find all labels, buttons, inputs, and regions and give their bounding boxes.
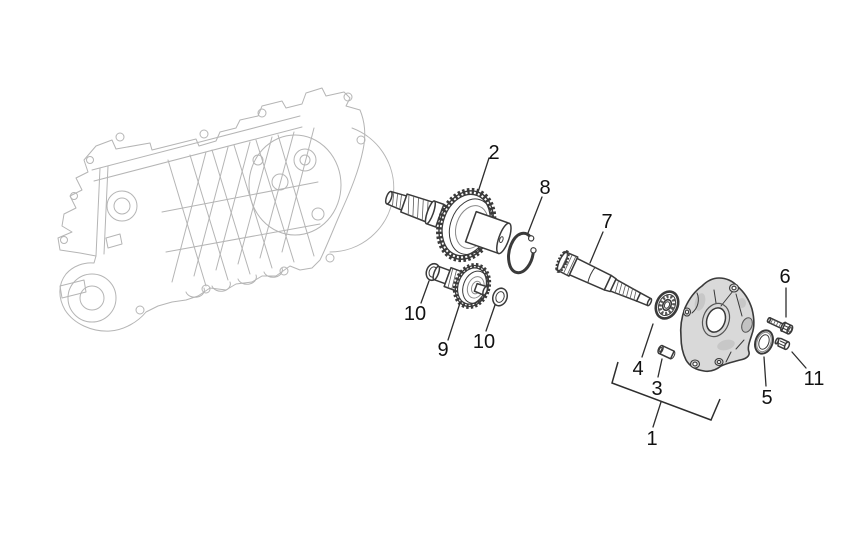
- callout-label: 6: [779, 266, 790, 288]
- leader-line: [763, 356, 767, 387]
- part-3-dowel-pin: [657, 344, 676, 360]
- assembly-1-bracket: [611, 361, 721, 421]
- callout-11: 11: [791, 351, 825, 390]
- part-8-circlip: [507, 231, 537, 275]
- callout-label: 8: [539, 177, 550, 199]
- callout-1: 1: [646, 401, 662, 450]
- leader-line: [485, 304, 496, 332]
- leader-line: [791, 351, 807, 369]
- callout-label: 11: [804, 368, 825, 390]
- callout-9: 9: [437, 302, 461, 361]
- callout-6: 6: [779, 266, 791, 318]
- part-7-drive-shaft: [555, 250, 653, 307]
- leader-line: [641, 323, 654, 358]
- callout-label: 5: [761, 387, 772, 409]
- callout-7: 7: [589, 211, 613, 264]
- callout-label: 9: [437, 339, 448, 361]
- part-10-washer-right: [491, 287, 509, 307]
- leader-line: [527, 196, 543, 234]
- callout-label: 4: [632, 358, 643, 380]
- leader-line: [478, 157, 490, 190]
- callout-2: 2: [478, 142, 500, 190]
- part-5-seal-ring: [754, 329, 774, 355]
- callouts: 2 8 7 10 9 10 4 3: [404, 142, 825, 450]
- leader-line: [652, 401, 662, 428]
- part-9-intermediate-gear: [432, 263, 492, 309]
- part-2-gear-shaft: [384, 187, 512, 263]
- leader-line: [657, 358, 663, 378]
- callout-label: 3: [651, 378, 662, 400]
- leader-line: [447, 302, 461, 341]
- callout-3: 3: [651, 358, 663, 400]
- crankcase-reference-art: [57, 87, 395, 332]
- callout-label: 7: [601, 211, 612, 233]
- callout-8: 8: [527, 177, 551, 234]
- callout-10-right: 10: [473, 304, 496, 353]
- part-4-ball-bearing: [654, 290, 680, 320]
- part-6-bolt: [766, 317, 794, 335]
- callout-label: 10: [473, 331, 495, 353]
- leader-line: [420, 280, 430, 304]
- callout-5: 5: [761, 356, 773, 409]
- callout-4: 4: [632, 323, 654, 380]
- leader-line: [589, 231, 604, 264]
- callout-label: 1: [646, 428, 657, 450]
- callout-label: 2: [488, 142, 499, 164]
- callout-10-left: 10: [404, 280, 430, 325]
- part-1-gearbox-cover: [679, 277, 755, 373]
- callout-label: 10: [404, 303, 426, 325]
- part-11-plug: [774, 337, 791, 351]
